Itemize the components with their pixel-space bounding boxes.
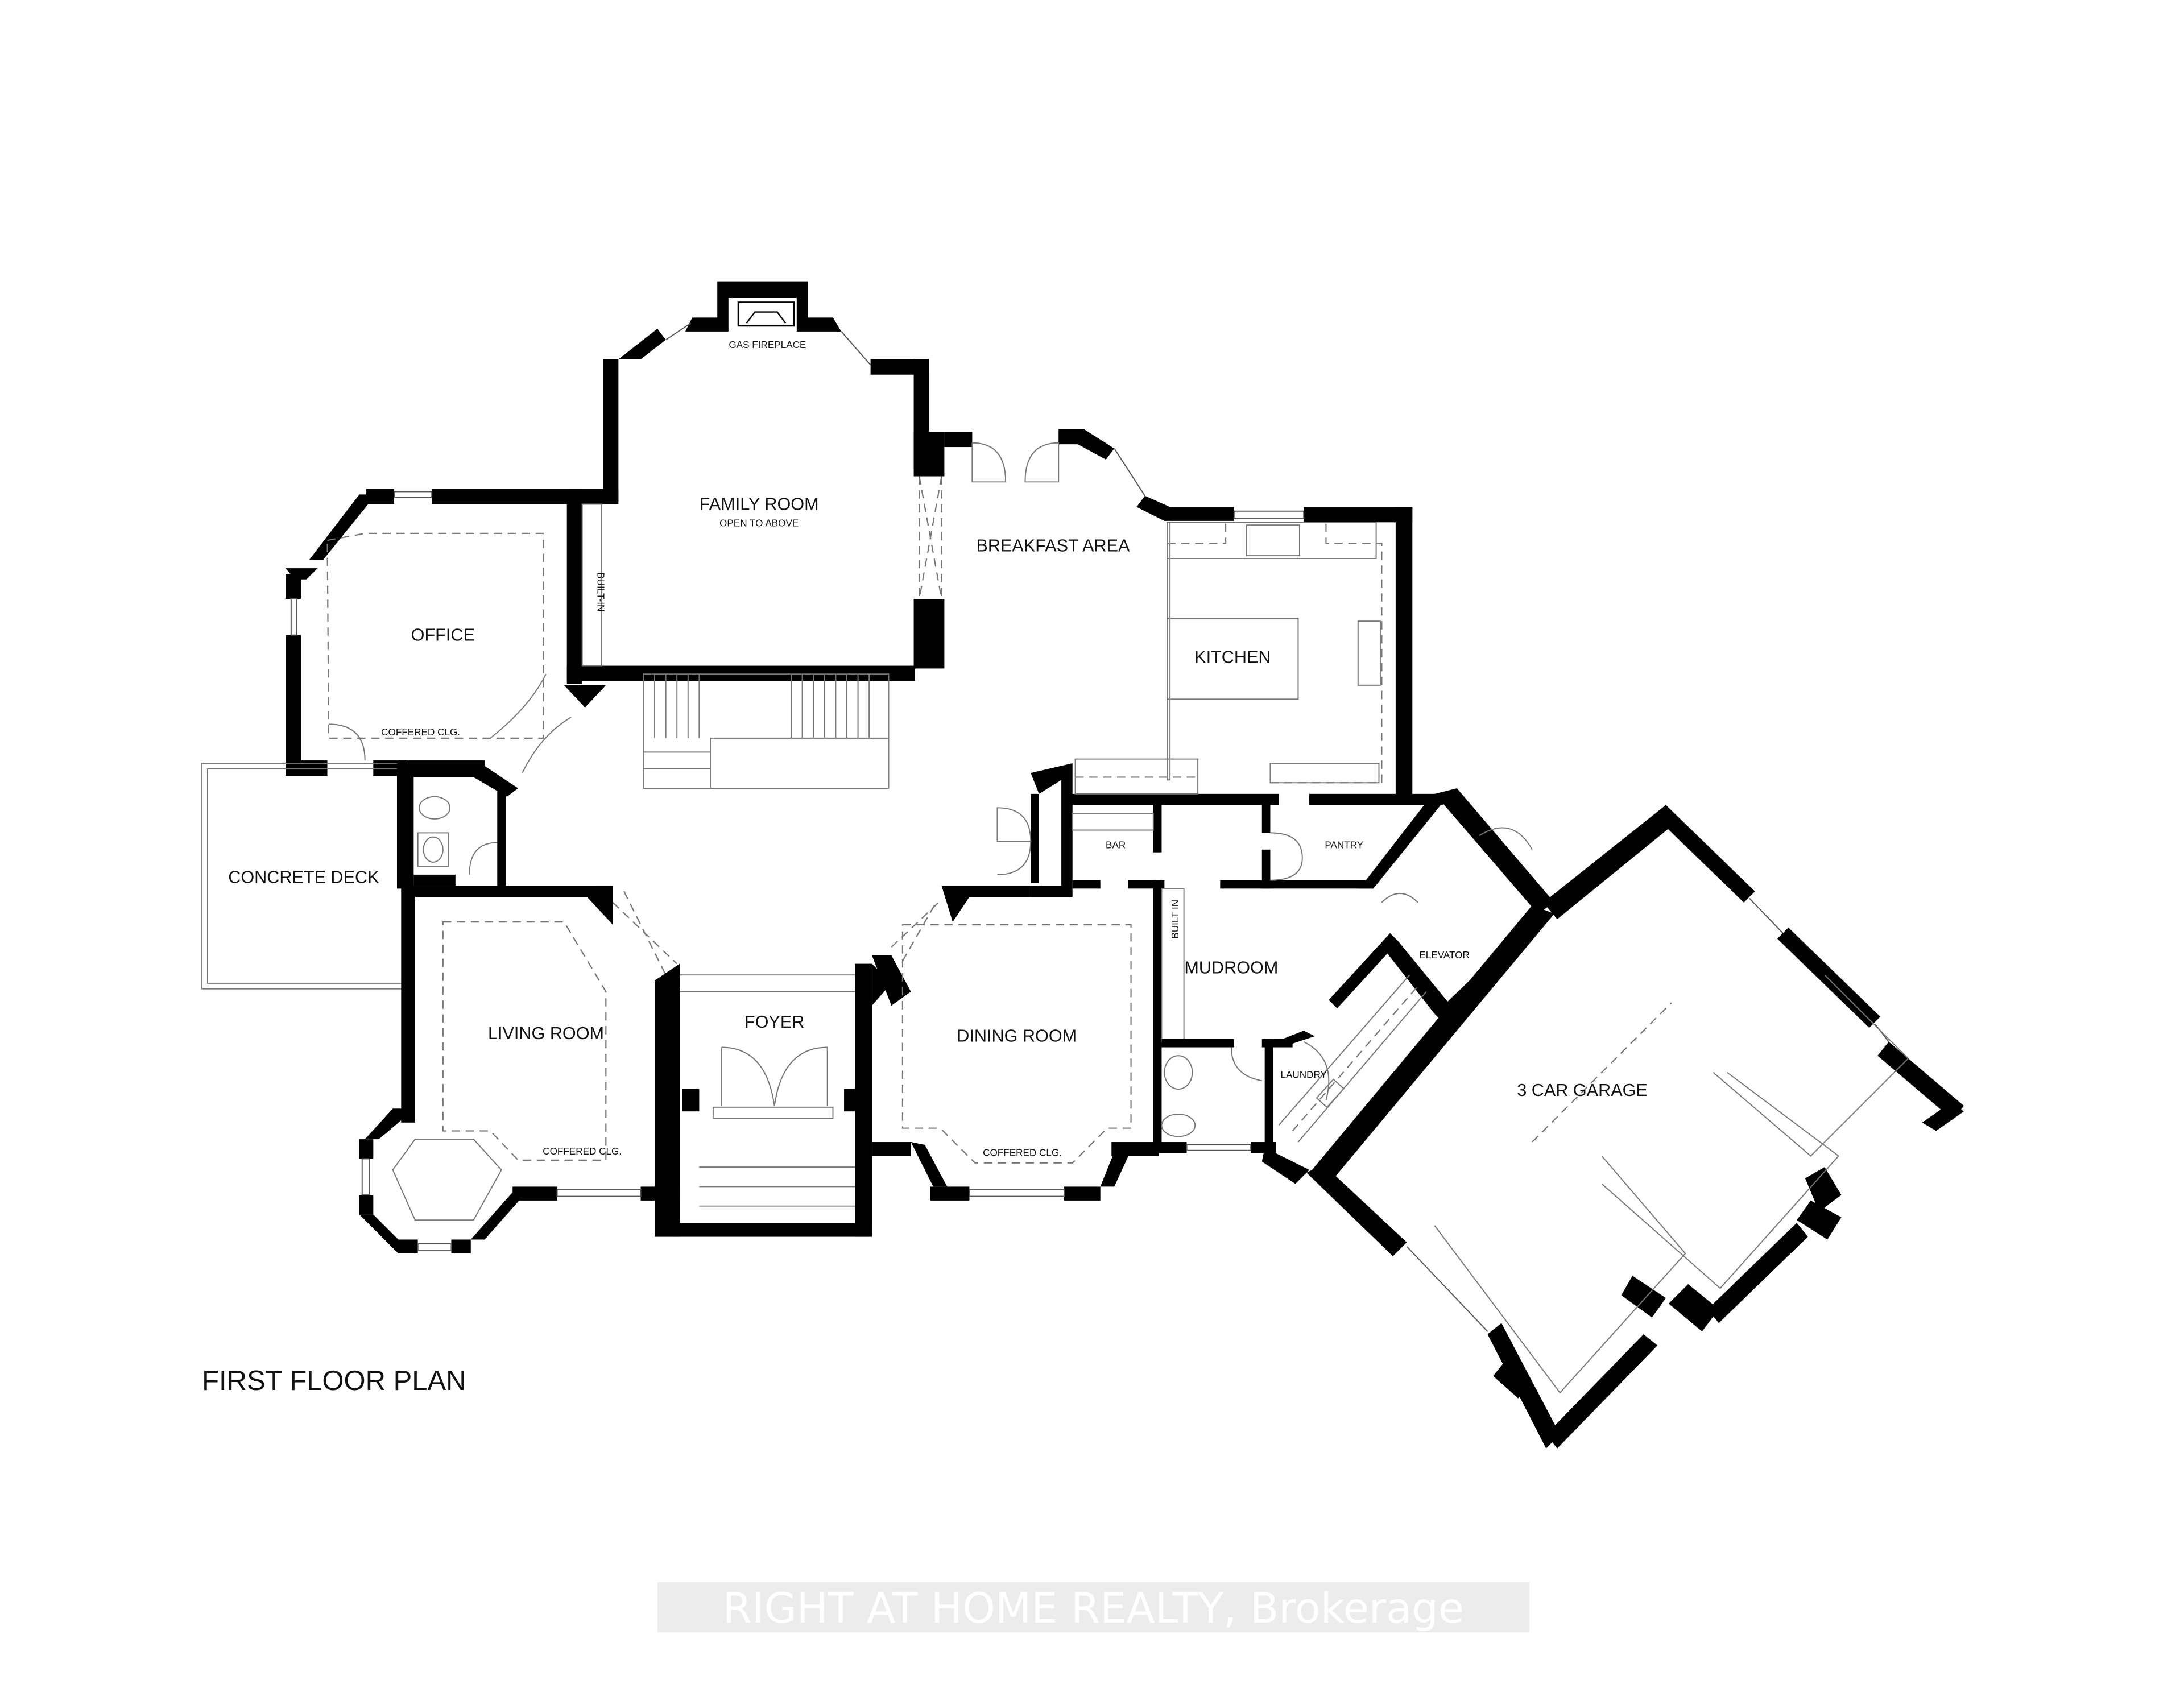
built-in-mudroom-label: BUILT IN bbox=[1169, 900, 1181, 939]
watermark-text: RIGHT AT HOME REALTY, Brokerage bbox=[723, 1584, 1464, 1633]
laundry-label: LAUNDRY bbox=[1280, 1069, 1327, 1080]
bar-label: BAR bbox=[1106, 839, 1126, 850]
family-room-label: FAMILY ROOM bbox=[700, 494, 819, 514]
living-ceiling-label: COFFERED CLG. bbox=[543, 1145, 622, 1157]
living-room-walls bbox=[359, 886, 680, 1253]
breakfast-area-label: BREAKFAST AREA bbox=[976, 536, 1130, 556]
staircase bbox=[643, 673, 890, 789]
living-room-label: LIVING ROOM bbox=[488, 1024, 604, 1043]
office-ceiling-label: COFFERED CLG. bbox=[381, 726, 460, 738]
built-in-family-label: BUILT-IN bbox=[595, 572, 607, 611]
elevator-label: ELEVATOR bbox=[1419, 949, 1470, 961]
dining-room-walls bbox=[872, 886, 1159, 1201]
mudroom-label: MUDROOM bbox=[1184, 958, 1278, 978]
mudroom-walls bbox=[1153, 788, 1555, 1184]
dining-room-label: DINING ROOM bbox=[957, 1027, 1077, 1046]
family-room-note: OPEN TO ABOVE bbox=[719, 518, 799, 529]
foyer-label: FOYER bbox=[744, 1012, 804, 1032]
family-room-walls bbox=[566, 281, 945, 684]
watermark-background bbox=[657, 1582, 1529, 1633]
gas-fireplace-label: GAS FIREPLACE bbox=[729, 339, 806, 350]
garage-label: 3 CAR GARAGE bbox=[1517, 1081, 1648, 1100]
plan-title: FIRST FLOOR PLAN bbox=[202, 1366, 466, 1396]
bar-pantry-walls bbox=[996, 763, 1443, 889]
office-walls bbox=[286, 489, 606, 776]
kitchen-walls bbox=[944, 429, 1443, 805]
powder-room-walls bbox=[396, 763, 519, 889]
garage-walls bbox=[1306, 805, 1964, 1449]
dining-ceiling-label: COFFERED CLG. bbox=[983, 1147, 1062, 1159]
concrete-deck-label: CONCRETE DECK bbox=[228, 868, 379, 887]
foyer-walls bbox=[655, 963, 892, 1237]
office-label: OFFICE bbox=[411, 625, 475, 644]
pantry-label: PANTRY bbox=[1325, 839, 1363, 850]
kitchen-label: KITCHEN bbox=[1194, 648, 1271, 667]
